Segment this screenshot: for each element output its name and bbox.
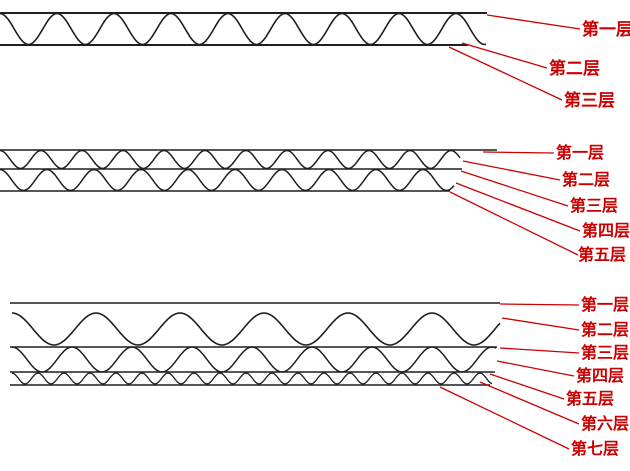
leader-lines-single-wall [448, 14, 581, 101]
layer-label-2: 第二层 [581, 322, 630, 339]
single-wall-board [0, 12, 487, 46]
leader-line [496, 360, 575, 377]
leader-line [486, 14, 581, 30]
layer-label-5: 第五层 [578, 247, 627, 264]
leader-lines-double-wall [449, 151, 581, 256]
layer-label-3: 第三层 [564, 91, 615, 110]
layer-label-2: 第二层 [549, 59, 600, 78]
leader-line [449, 191, 579, 256]
layer-label-4: 第四层 [582, 223, 630, 240]
leader-lines-triple-wall [439, 303, 580, 450]
layer-label-4: 第四层 [576, 368, 625, 385]
layer-label-1: 第一层 [556, 145, 605, 162]
layer-label-5: 第五层 [566, 391, 615, 408]
layer-label-1: 第一层 [581, 297, 630, 314]
flute-wave-medium [11, 346, 497, 373]
flute-wave-large [11, 312, 501, 346]
leader-line [501, 317, 580, 331]
leader-line [482, 151, 555, 154]
leader-line [479, 381, 580, 425]
leader-line [461, 42, 548, 69]
triple-wall-board [10, 302, 501, 386]
leader-line [460, 170, 569, 207]
layer-label-3: 第三层 [570, 198, 619, 215]
double-wall-board [0, 149, 497, 192]
leader-line [499, 347, 580, 354]
leader-line [499, 303, 580, 306]
flute-wave-upper [0, 149, 461, 170]
leader-line [489, 373, 565, 400]
flute-wave-small [11, 372, 493, 385]
leader-line [462, 160, 561, 181]
flute-wave [0, 12, 487, 46]
leader-line [448, 46, 563, 101]
layer-label-7: 第七层 [571, 441, 620, 458]
layer-label-3: 第三层 [581, 345, 630, 362]
leader-line [455, 182, 581, 232]
layer-label-1: 第一层 [582, 20, 630, 39]
layer-label-6: 第六层 [581, 416, 630, 433]
layer-label-2: 第二层 [562, 172, 611, 189]
leader-line [439, 386, 570, 450]
flute-wave-lower [0, 168, 455, 192]
